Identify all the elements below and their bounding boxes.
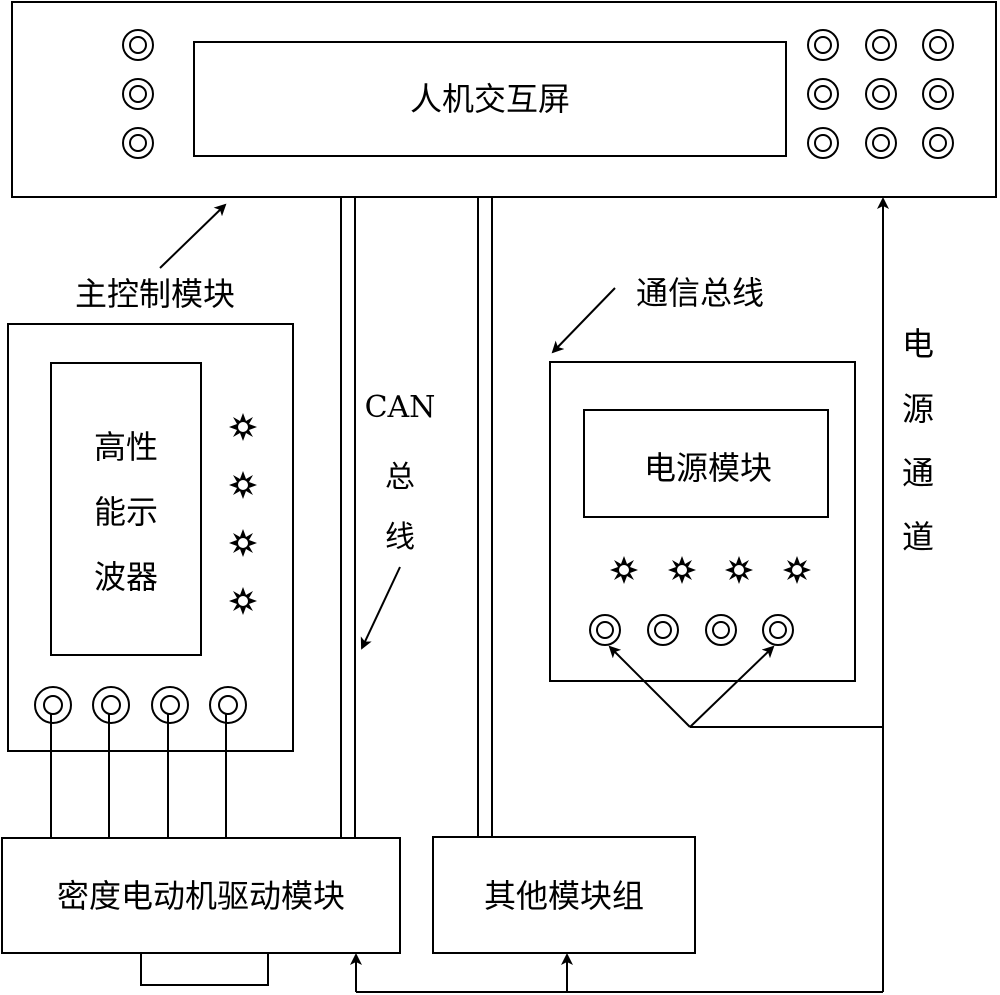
knob-icon [807, 127, 839, 159]
port-icon [647, 614, 679, 646]
knob-icon [122, 78, 154, 110]
knob-icon [922, 78, 954, 110]
other-modules [432, 836, 696, 954]
motor-driver-connector [140, 952, 269, 986]
main-control-label: 主控制模块 [75, 275, 235, 313]
indicator-light-icon [610, 556, 638, 584]
knob-icon [122, 29, 154, 61]
port-icon [762, 614, 794, 646]
indicator-light-icon [229, 587, 257, 615]
power-channel [350, 197, 889, 993]
knob-icon [922, 127, 954, 159]
indicator-light-icon [229, 471, 257, 499]
comm-bus-label: 通信总线 [636, 274, 764, 312]
power-module-label: 电源模块 [644, 449, 772, 487]
comm-bus-arrow [551, 287, 616, 354]
indicator-light-icon [725, 556, 753, 584]
port-icon [589, 614, 621, 646]
knob-icon [807, 29, 839, 61]
hmi-right-knobs [807, 29, 954, 159]
power-channel-label-line3: 通 [902, 454, 934, 492]
knob-icon [865, 29, 897, 61]
motor-driver-label: 密度电动机驱动模块 [57, 877, 345, 915]
power-channel-label-line1: 电 [902, 325, 934, 363]
knob-icon [807, 78, 839, 110]
can-bus-label-line2: 总 [385, 460, 415, 495]
port-icon [209, 686, 247, 724]
port-icon [705, 614, 737, 646]
oscilloscope-label-line2: 能示 [94, 493, 158, 531]
can-bus-label-line3: 线 [385, 520, 415, 555]
hmi-screen [193, 41, 787, 157]
oscilloscope-screen [50, 362, 202, 656]
knob-icon [865, 127, 897, 159]
port-icon [151, 686, 189, 724]
other-modules-label: 其他模块组 [484, 877, 644, 915]
hmi-left-knobs [122, 29, 154, 159]
can-bus [340, 197, 356, 838]
knob-icon [922, 29, 954, 61]
indicator-light-icon [229, 529, 257, 557]
port-icon [92, 686, 130, 724]
can-bus-arrow [360, 566, 401, 650]
power-port-arrow-right [689, 645, 775, 728]
oscilloscope-label-line3: 波器 [94, 558, 158, 596]
indicator-light-icon [229, 413, 257, 441]
power-channel-label-line4: 道 [902, 518, 934, 556]
power-channel-label-line2: 源 [902, 390, 934, 428]
indicator-light-icon [668, 556, 696, 584]
indicator-light-icon [783, 556, 811, 584]
knob-icon [122, 127, 154, 159]
port-icon [34, 686, 72, 724]
can-bus-label-line1: CAN [365, 390, 436, 425]
power-port-arrow-left [608, 645, 691, 728]
comm-bus [477, 197, 493, 838]
oscilloscope-ports [34, 686, 247, 838]
main-control-arrow [159, 203, 227, 269]
knob-icon [865, 78, 897, 110]
motor-driver-module [1, 837, 401, 954]
hmi-screen-label: 人机交互屏 [410, 80, 570, 118]
oscilloscope-label-line1: 高性 [94, 428, 158, 466]
power-module-display [583, 409, 829, 518]
